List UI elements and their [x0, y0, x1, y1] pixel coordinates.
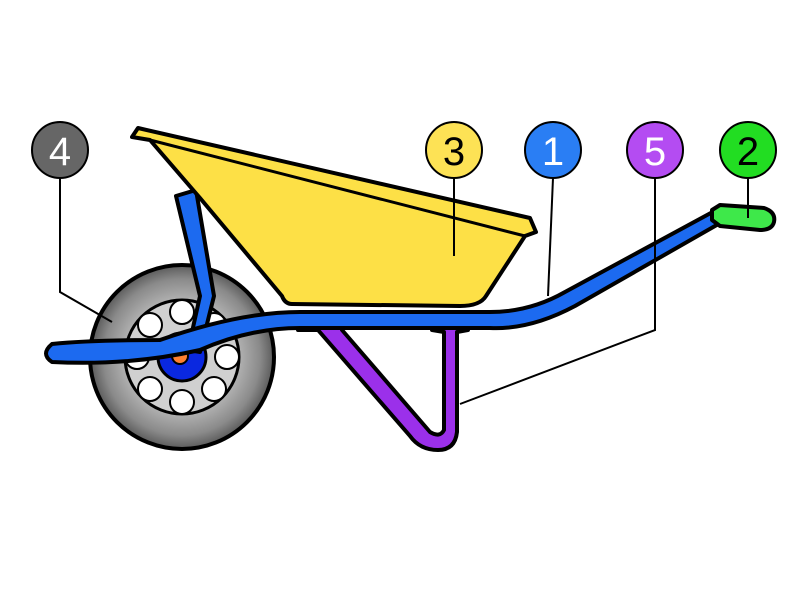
- callout-2: 2: [719, 121, 777, 179]
- callout-4: 4: [31, 121, 89, 179]
- callout-1: 1: [524, 121, 582, 179]
- leader-line-1: [547, 177, 554, 297]
- callout-5: 5: [626, 121, 684, 179]
- frame: [44, 206, 724, 365]
- callout-5-circle: [626, 121, 684, 179]
- callout-1-circle: [524, 121, 582, 179]
- callout-3-label: 3: [443, 130, 465, 174]
- callout-4-circle: [31, 121, 89, 179]
- tray-rim-line: [149, 138, 526, 238]
- callout-2-circle: [719, 121, 777, 179]
- callout-3: 3: [425, 121, 483, 179]
- callout-4-label: 4: [49, 130, 71, 174]
- leader-lines: [59, 177, 749, 405]
- callout-2-label: 2: [737, 130, 759, 174]
- handle-grip: [710, 203, 777, 232]
- leg: [296, 316, 470, 452]
- leader-line-4: [59, 178, 113, 323]
- tray: [130, 126, 538, 308]
- callout-5-label: 5: [644, 130, 666, 174]
- leader-line-5: [459, 178, 656, 405]
- callout-3-circle: [425, 121, 483, 179]
- callout-1-label: 1: [542, 130, 564, 174]
